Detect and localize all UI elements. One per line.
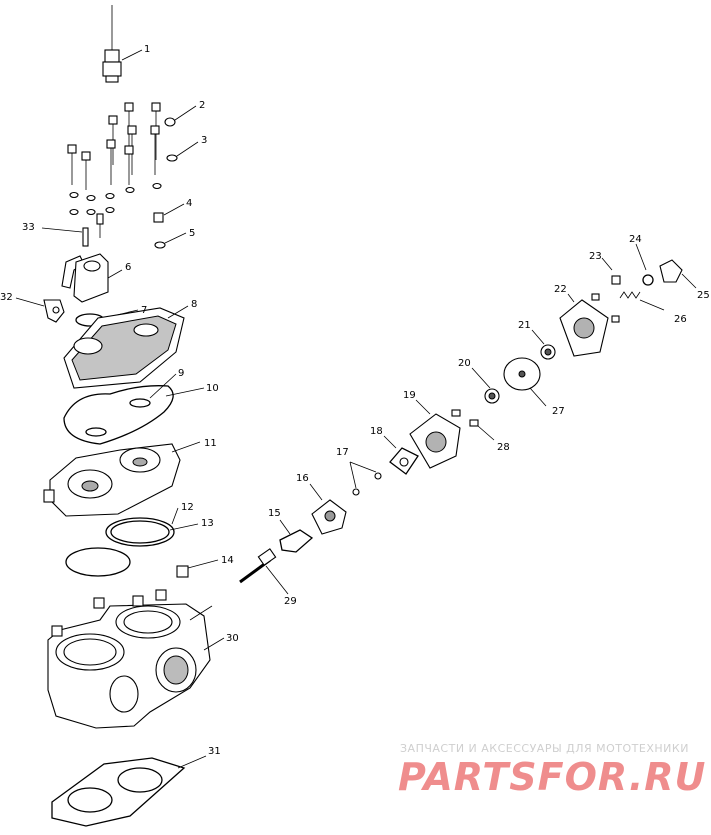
- callout-7: 7: [141, 305, 147, 316]
- callout-1: 1: [144, 44, 150, 55]
- part-33-stud: [41, 213, 104, 247]
- part-17-screws: [349, 461, 382, 496]
- callout-labels: 1 2 3 4 5 6 7 8 9 10 11 12 13 14 15 16 1…: [0, 44, 710, 757]
- part-6-thermostat-housing: [61, 253, 123, 303]
- part-16-pump-housing: [309, 483, 347, 535]
- callout-27: 27: [552, 406, 565, 417]
- part-31-base-gasket: [51, 755, 207, 827]
- part-20-bearing: [471, 367, 500, 404]
- callout-28: 28: [497, 442, 510, 453]
- part-27-impeller-disc: [503, 357, 547, 407]
- part-32-fitting: [15, 297, 65, 323]
- callout-23: 23: [589, 251, 602, 262]
- part-24-o-ring: [635, 243, 654, 286]
- callout-9: 9: [178, 368, 184, 379]
- part-22-pump-body: [559, 293, 620, 357]
- callout-15: 15: [268, 508, 281, 519]
- part-28-screws: [451, 409, 495, 441]
- callout-33: 33: [22, 222, 35, 233]
- part-2-head-bolts: [67, 102, 197, 190]
- callout-31: 31: [208, 746, 221, 757]
- callout-11: 11: [204, 438, 217, 449]
- callout-32: 32: [0, 292, 13, 303]
- callout-26: 26: [674, 314, 687, 325]
- callout-12: 12: [181, 502, 194, 513]
- part-1-temp-sensor: [102, 5, 143, 83]
- part-10-head-gasket: [63, 385, 205, 445]
- callout-21: 21: [518, 320, 531, 331]
- callout-4: 4: [186, 198, 192, 209]
- callout-24: 24: [629, 234, 642, 245]
- callout-25: 25: [697, 290, 710, 301]
- part-14-nut: [176, 559, 219, 578]
- callout-30: 30: [226, 633, 239, 644]
- part-12-o-ring: [105, 507, 179, 547]
- part-21-seal: [531, 329, 556, 360]
- watermark: ЗАПЧАСТИ И АКСЕССУАРЫ ДЛЯ МОТОТЕХНИКИ PA…: [398, 742, 706, 799]
- callout-18: 18: [370, 426, 383, 437]
- part-13-o-ring: [65, 520, 199, 577]
- part-3-washers: [69, 141, 199, 216]
- callout-19: 19: [403, 390, 416, 401]
- part-8-head-cover: [63, 305, 189, 389]
- callout-8: 8: [191, 299, 197, 310]
- part-25-cap: [659, 259, 697, 289]
- part-26-spring: [619, 291, 665, 311]
- callout-5: 5: [189, 228, 195, 239]
- part-15-gasket: [279, 519, 314, 553]
- callout-29: 29: [284, 596, 297, 607]
- part-11-cylinder-head: [43, 441, 201, 517]
- callout-6: 6: [125, 262, 131, 273]
- watermark-tagline: ЗАПЧАСТИ И АКСЕССУАРЫ ДЛЯ МОТОТЕХНИКИ: [400, 742, 689, 755]
- part-29-shaft: [239, 548, 289, 595]
- callout-10: 10: [206, 383, 219, 394]
- part-30-cylinder-block: [47, 589, 225, 729]
- callout-22: 22: [554, 284, 567, 295]
- part-5-nut: [154, 232, 187, 249]
- callout-2: 2: [199, 100, 205, 111]
- part-4-bolt: [153, 203, 185, 223]
- callout-14: 14: [221, 555, 234, 566]
- callout-17: 17: [336, 447, 349, 458]
- watermark-brand: PARTSFOR.RU: [398, 755, 706, 799]
- callout-16: 16: [296, 473, 309, 484]
- callout-3: 3: [201, 135, 207, 146]
- callout-13: 13: [201, 518, 214, 529]
- part-18-gasket: [383, 435, 419, 475]
- part-23-screw: [601, 257, 621, 285]
- part-19-pump-cover: [409, 399, 461, 469]
- callout-20: 20: [458, 358, 471, 369]
